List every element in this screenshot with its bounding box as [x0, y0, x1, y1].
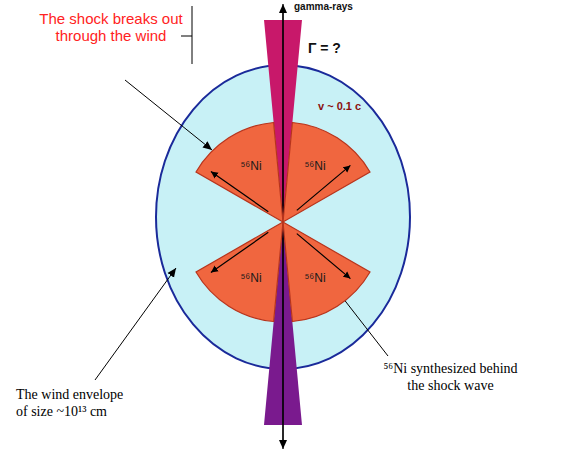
shock-note: The shock breaks out through the wind	[35, 10, 187, 44]
wedge-outline	[196, 222, 283, 322]
leader-line	[339, 293, 388, 356]
bracket	[181, 36, 192, 37]
leader-line	[125, 80, 212, 150]
element-label: ⁵⁶Ni	[304, 159, 325, 173]
bracket	[192, 6, 193, 64]
lorentz-factor-label: Γ = ?	[308, 40, 341, 56]
wedge-outline	[283, 222, 370, 322]
velocity-label: v ~ 0.1 c	[318, 100, 361, 112]
leader-line	[95, 268, 176, 380]
nickel-wedge: ⁵⁶Ni	[283, 222, 370, 322]
wedge-shape	[196, 122, 283, 222]
expansion-arrow	[211, 172, 268, 212]
wedge-shape	[283, 122, 370, 222]
nickel-note: ⁵⁶Ni synthesized behind the shock wave	[378, 360, 523, 394]
element-label: ⁵⁶Ni	[240, 159, 261, 173]
element-label: ⁵⁶Ni	[240, 271, 261, 285]
nickel-wedge: ⁵⁶Ni	[196, 222, 283, 322]
nickel-wedge: ⁵⁶Ni	[283, 122, 370, 222]
element-label: ⁵⁶Ni	[304, 271, 325, 285]
wedge-shape	[283, 222, 370, 322]
expansion-arrow	[211, 232, 268, 272]
wedge-outline	[283, 123, 370, 223]
wedge-shape	[196, 222, 283, 322]
nickel-wedge: ⁵⁶Ni	[196, 122, 283, 222]
envelope-note: The wind envelope of size ~10¹³ cm	[16, 386, 138, 420]
radiation-label: gamma-rays	[294, 1, 353, 12]
wedge-outline	[196, 123, 283, 223]
